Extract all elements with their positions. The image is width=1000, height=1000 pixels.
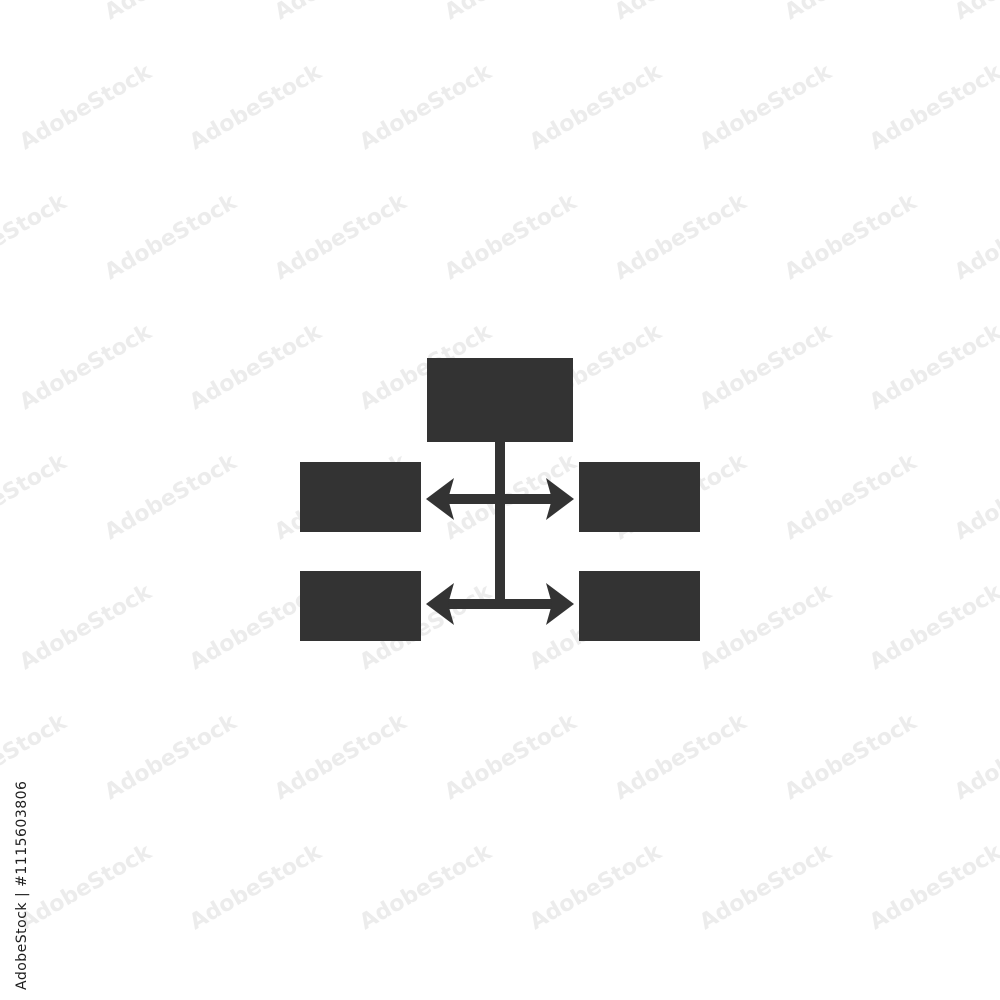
upper-horizontal-connector [440,494,560,504]
lower-left-arrowhead [426,583,454,625]
top-node-box [427,358,573,442]
lower-right-arrowhead [546,583,574,625]
upper-right-arrowhead [546,478,574,520]
right-lower-node-box [579,571,700,641]
upper-left-arrowhead [426,478,454,520]
left-upper-node-box [300,462,421,532]
vertical-connector-line [495,442,505,604]
lower-horizontal-connector [440,599,560,609]
left-lower-node-box [300,571,421,641]
stock-id-label: AdobeStock | #1115603806 [14,780,30,990]
right-upper-node-box [579,462,700,532]
